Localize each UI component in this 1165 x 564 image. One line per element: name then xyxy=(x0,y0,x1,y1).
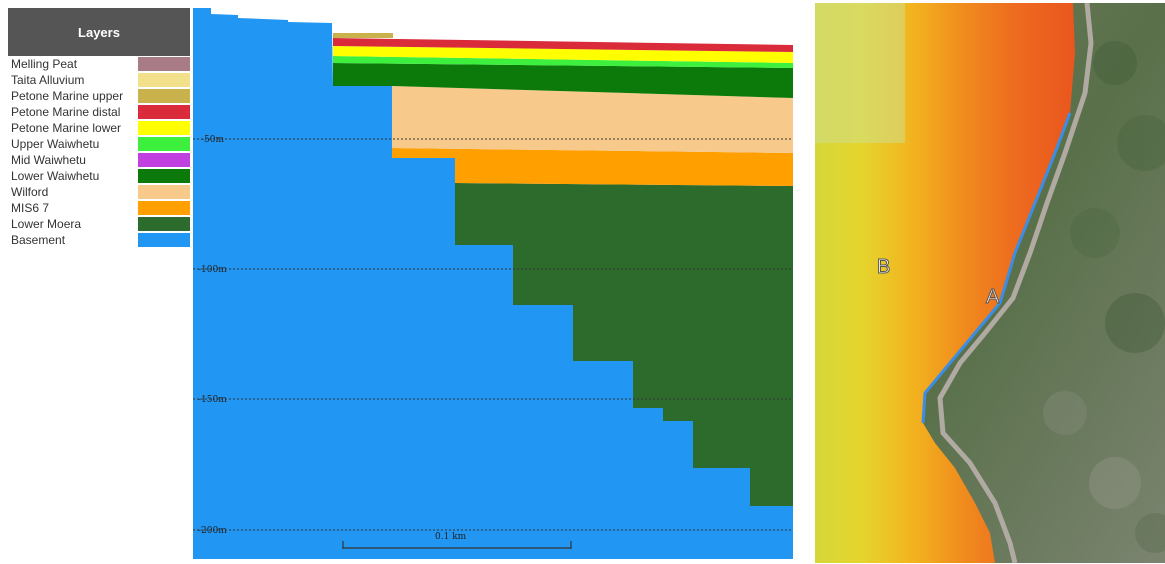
map-inset-tile xyxy=(815,3,905,143)
legend-swatch xyxy=(138,217,190,231)
legend-swatch xyxy=(138,185,190,199)
legend-swatch xyxy=(138,89,190,103)
scale-label: 0.1 km xyxy=(435,532,467,542)
layer-petone-marine-distal xyxy=(333,38,793,52)
map-label-a: A xyxy=(986,286,1000,308)
vegetation-texture xyxy=(1043,41,1165,553)
layer-mis6-7 xyxy=(392,148,793,186)
legend-item-label: Taita Alluvium xyxy=(11,73,85,87)
legend-swatch xyxy=(138,57,190,71)
depth-label-50: -50m xyxy=(201,135,224,145)
legend-item: Upper Waiwhetu xyxy=(8,136,190,152)
legend-item: Petone Marine upper xyxy=(8,88,190,104)
legend-swatch xyxy=(138,121,190,135)
layer-petone-marine-lower xyxy=(333,46,793,63)
legend-item-label: Wilford xyxy=(11,185,49,199)
legend-swatch xyxy=(138,233,190,247)
legend-item-label: Basement xyxy=(11,233,66,247)
cross-section-panel[interactable]: -50m -100m -150m -200m 0.1 km xyxy=(193,8,793,559)
map-panel[interactable]: B A xyxy=(815,3,1165,563)
legend-item-label: Petone Marine lower xyxy=(11,121,122,135)
legend-item: MIS6 7 xyxy=(8,200,190,216)
legend-item-label: Petone Marine upper xyxy=(11,89,124,103)
depth-label-200: -200m xyxy=(198,526,227,536)
legend-title: Layers xyxy=(8,8,190,56)
legend-item: Mid Waiwhetu xyxy=(8,152,190,168)
layer-basement xyxy=(193,8,793,559)
legend-item: Basement xyxy=(8,232,190,248)
legend-item: Lower Waiwhetu xyxy=(8,168,190,184)
legend-item-label: Petone Marine distal xyxy=(11,105,121,119)
coastal-road xyxy=(937,3,1094,563)
layer-upper-waiwhetu xyxy=(333,56,793,68)
legend-item-label: Upper Waiwhetu xyxy=(11,137,100,151)
depth-label-100: -100m xyxy=(198,265,227,275)
legend-item-label: Lower Moera xyxy=(11,217,82,231)
layer-lower-moera xyxy=(455,183,793,506)
map-view: B A xyxy=(815,3,1165,563)
legend-item: Taita Alluvium xyxy=(8,72,190,88)
coastline xyxy=(921,112,1072,424)
legend-item-label: Mid Waiwhetu xyxy=(11,153,86,167)
scale-bar: 0.1 km xyxy=(342,532,572,549)
depth-axis: -50m -100m -150m -200m xyxy=(193,135,793,536)
cross-section-chart: -50m -100m -150m -200m 0.1 km xyxy=(193,8,793,559)
legend-item-label: MIS6 7 xyxy=(11,201,50,215)
legend-swatch xyxy=(138,137,190,151)
layer-lower-waiwhetu xyxy=(333,63,793,98)
depth-label-150: -150m xyxy=(198,395,227,405)
legend-item-label: Lower Waiwhetu xyxy=(11,169,100,183)
legend-swatch xyxy=(138,105,190,119)
legend-swatch xyxy=(138,201,190,215)
legend-item: Lower Moera xyxy=(8,216,190,232)
layer-petone-marine-upper xyxy=(333,33,393,38)
legend-swatch xyxy=(138,73,190,87)
legend-item: Petone Marine distal xyxy=(8,104,190,120)
layer-wilford xyxy=(392,86,793,153)
legend-item: Petone Marine lower xyxy=(8,120,190,136)
legend-item-label: Melling Peat xyxy=(11,57,78,71)
legend-swatch xyxy=(138,153,190,167)
map-label-b: B xyxy=(877,256,890,278)
legend-item: Melling Peat xyxy=(8,56,190,72)
legend-item: Wilford xyxy=(8,184,190,200)
legend-swatch xyxy=(138,169,190,183)
